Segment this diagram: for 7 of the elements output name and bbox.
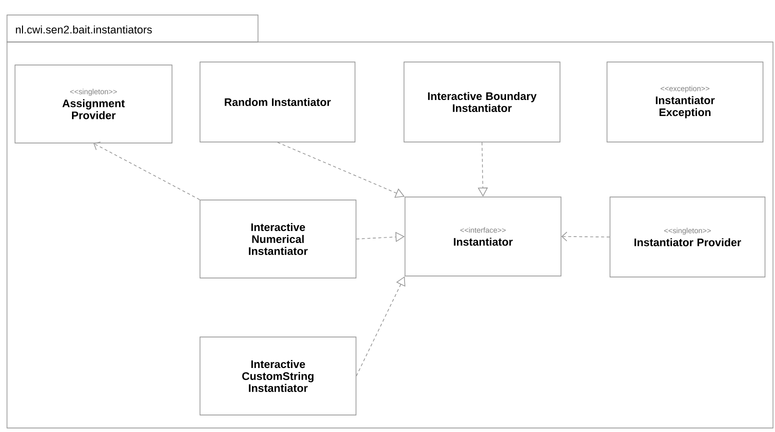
class-box: Interactive CustomString Instantiator: [200, 336, 356, 416]
class-box: Interactive Numerical Instantiator: [200, 200, 356, 278]
node-label: nl.cwi.sen2.bait.instantiators: [16, 25, 152, 34]
class-box: Interactive Boundary Instantiator: [404, 62, 560, 142]
dependency-arrow: [561, 232, 610, 242]
dependency-arrow: [94, 142, 200, 200]
class-box: Random Instantiator: [200, 62, 356, 142]
